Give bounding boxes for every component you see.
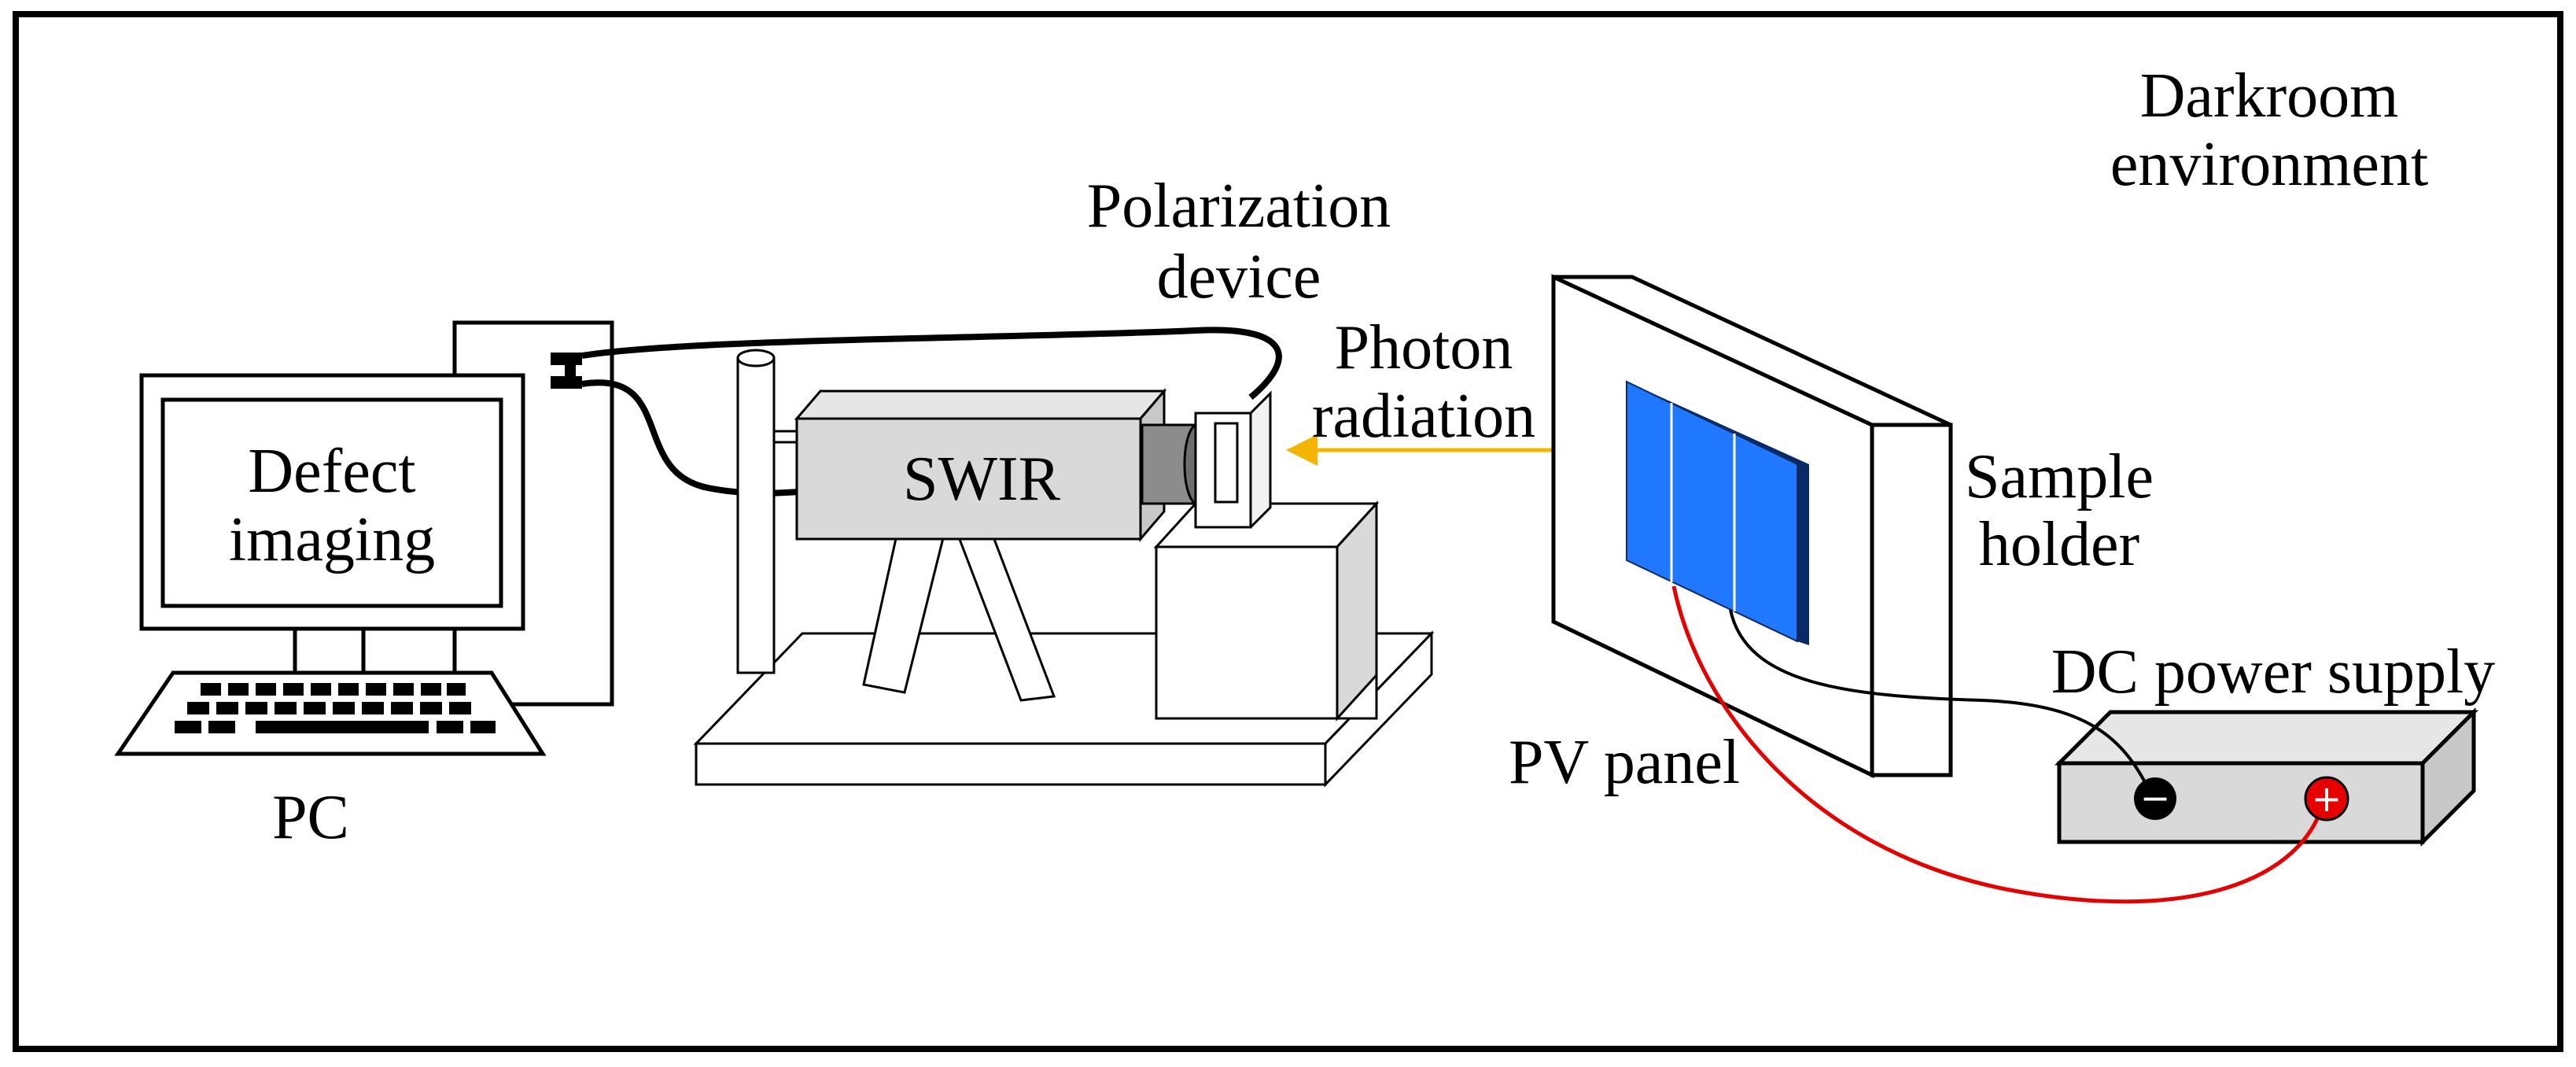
pv-panel [1626, 380, 1809, 645]
photon-label-line2: radiation [1312, 382, 1535, 451]
polarization-label-line1: Polarization [1087, 172, 1391, 241]
data-cable-upper [581, 327, 1282, 401]
dc-power-supply [2054, 707, 2479, 847]
negative-terminal: − [2134, 777, 2176, 820]
outer-frame [13, 11, 2563, 1052]
photon-label-line1: Photon [1335, 313, 1513, 382]
keyboard-keys [175, 683, 496, 733]
environment-label-line1: Darkroom [2140, 61, 2399, 131]
data-cable-lower [581, 379, 831, 497]
support-box-3d [1153, 500, 1380, 722]
polarization-device [1194, 390, 1272, 529]
screen-label-line1: Defect [248, 437, 415, 506]
pc-label: PC [272, 783, 349, 852]
negative-terminal-sign: − [2140, 777, 2171, 819]
psu-top [2054, 710, 2479, 766]
psu-front [2057, 761, 2425, 844]
post-cap [736, 349, 776, 367]
pv-panel-label: PV panel [1509, 728, 1740, 797]
pc-screen [160, 397, 503, 608]
sample-holder-label-line1: Sample [1965, 442, 2154, 511]
camera-label: SWIR [903, 445, 1061, 514]
polarizer-filter [1214, 422, 1239, 504]
environment-label-line2: environment [2110, 130, 2428, 199]
sample-holder-label-line2: holder [1979, 510, 2139, 579]
positive-terminal-sign: + [2312, 777, 2342, 820]
screen-label-line2: imaging [229, 505, 435, 574]
power-supply-label: DC power supply [2051, 637, 2495, 707]
usb-connector [551, 353, 582, 389]
holder-side [1870, 423, 1953, 777]
holder-top [1552, 275, 1952, 427]
camera-top [794, 390, 1167, 420]
psu-side [2420, 707, 2476, 847]
horizontal-arm [772, 430, 799, 444]
table-front [695, 742, 1327, 786]
positive-terminal: + [2304, 776, 2349, 821]
polarization-label-line2: device [1157, 242, 1321, 312]
positive-wire [1671, 585, 2327, 904]
table-side [1324, 630, 1433, 788]
vertical-post [736, 356, 776, 674]
negative-wire [1729, 609, 2153, 796]
pv-panel-face [1626, 380, 1798, 643]
